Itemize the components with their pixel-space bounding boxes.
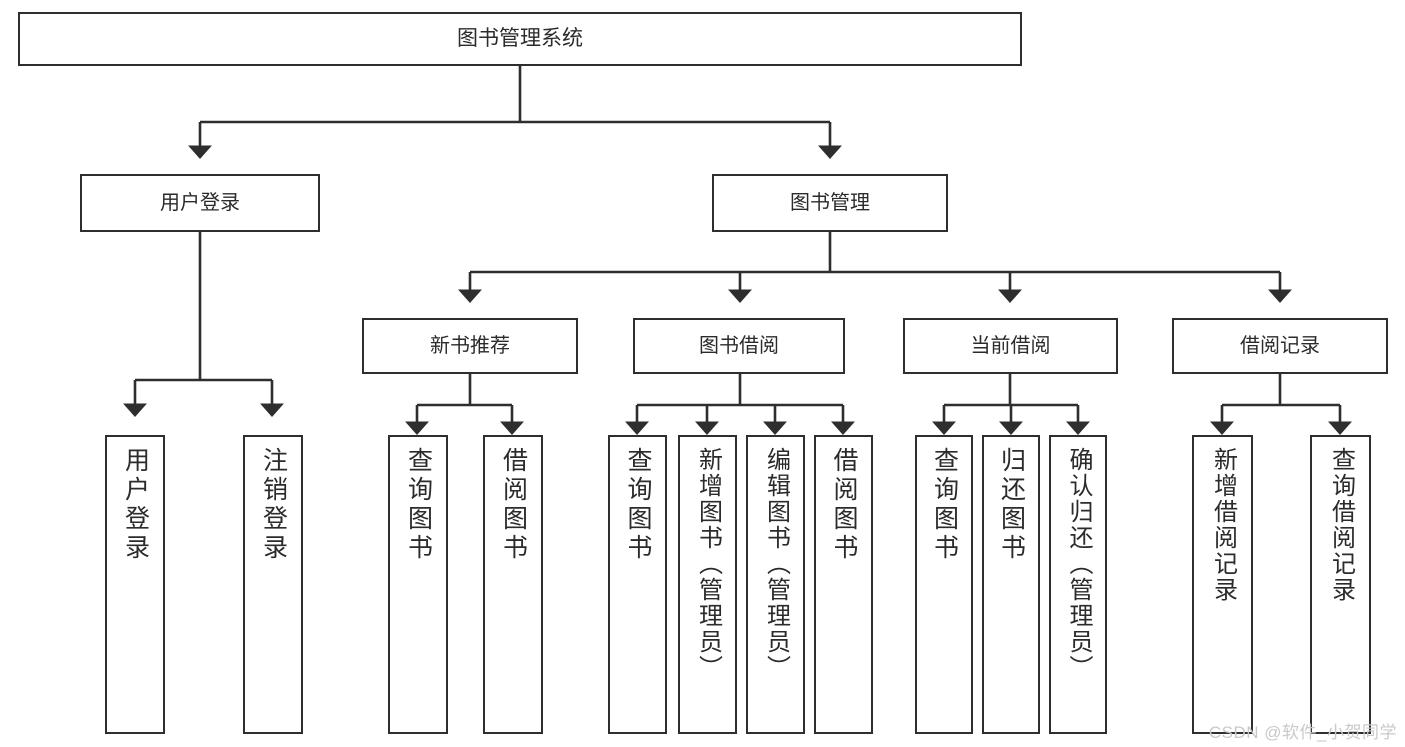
- node-label: 用户登录: [121, 447, 150, 563]
- leaf-user-login-logout[interactable]: 注销登录: [243, 435, 303, 734]
- node-label: 查询图书: [624, 447, 652, 563]
- leaf-current-borrow-return[interactable]: 归还图书: [982, 435, 1040, 734]
- node-label: 新增图书（管理员）: [694, 447, 722, 681]
- node-label: 借阅图书: [830, 447, 858, 563]
- leaf-book-borrow-query[interactable]: 查询图书: [608, 435, 667, 734]
- leaf-borrow-record-add[interactable]: 新增借阅记录: [1192, 435, 1253, 734]
- node-label: 查询借阅记录: [1327, 447, 1355, 603]
- node-label: 注销登录: [259, 447, 288, 563]
- csdn-watermark: CSDN @软件_小贺同学: [1208, 723, 1397, 742]
- leaf-current-borrow-query[interactable]: 查询图书: [915, 435, 973, 734]
- node-book-borrow[interactable]: 图书借阅: [633, 318, 845, 374]
- node-borrow-record[interactable]: 借阅记录: [1172, 318, 1388, 374]
- node-label: 查询图书: [404, 447, 433, 563]
- node-user-login[interactable]: 用户登录: [80, 174, 320, 232]
- node-new-book-recommend[interactable]: 新书推荐: [362, 318, 578, 374]
- node-label: 确认归还（管理员）: [1065, 447, 1092, 681]
- leaf-current-borrow-confirm-return[interactable]: 确认归还（管理员）: [1049, 435, 1107, 734]
- node-label: 借阅记录: [1240, 334, 1320, 357]
- leaf-book-borrow-borrow[interactable]: 借阅图书: [814, 435, 873, 734]
- leaf-user-login-login[interactable]: 用户登录: [105, 435, 165, 734]
- node-label: 借阅图书: [499, 447, 528, 563]
- node-label: 查询图书: [930, 447, 959, 563]
- node-label: 图书管理: [790, 191, 870, 214]
- node-label: 用户登录: [160, 191, 240, 214]
- node-label: 图书借阅: [699, 334, 779, 357]
- node-current-borrow[interactable]: 当前借阅: [903, 318, 1118, 374]
- node-label: 新书推荐: [430, 334, 510, 357]
- node-label: 当前借阅: [970, 334, 1051, 357]
- node-root-system[interactable]: 图书管理系统: [18, 12, 1022, 66]
- node-label: 归还图书: [997, 447, 1026, 563]
- leaf-book-borrow-edit[interactable]: 编辑图书（管理员）: [746, 435, 805, 734]
- node-book-management[interactable]: 图书管理: [712, 174, 948, 232]
- node-label: 编辑图书（管理员）: [762, 447, 790, 681]
- node-label: 图书管理系统: [457, 26, 583, 50]
- leaf-new-book-borrow[interactable]: 借阅图书: [483, 435, 543, 734]
- leaf-new-book-query[interactable]: 查询图书: [388, 435, 448, 734]
- node-label: 新增借阅记录: [1209, 447, 1237, 603]
- leaf-book-borrow-add[interactable]: 新增图书（管理员）: [678, 435, 737, 734]
- leaf-borrow-record-query[interactable]: 查询借阅记录: [1310, 435, 1371, 734]
